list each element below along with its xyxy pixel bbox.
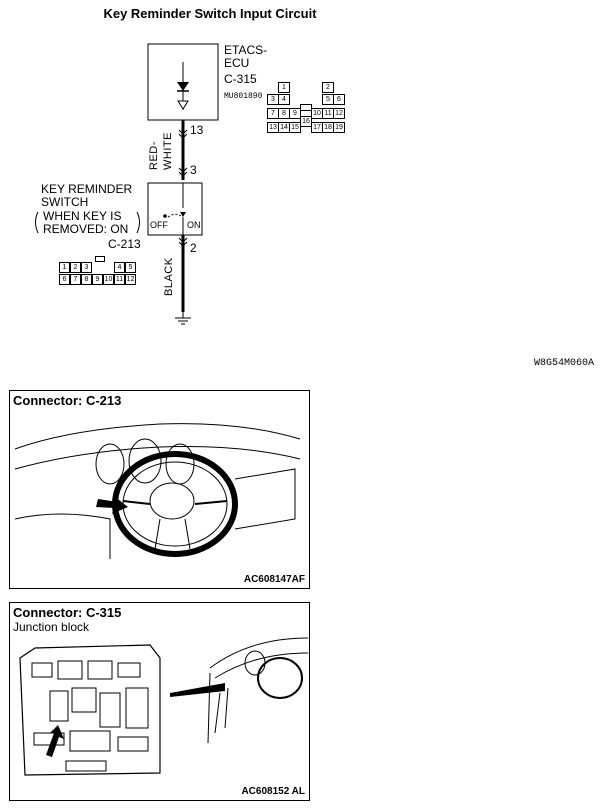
switch-name-line2: SWITCH [41,195,89,209]
pin-13-label: 13 [190,123,204,137]
diagram-title: Key Reminder Switch Input Circuit [103,6,317,21]
connector-c213-panel: Connector: C-213 AC608147AF [9,390,310,589]
pin-cell: 7 [70,274,81,285]
switch-off-label: OFF [150,220,168,230]
pin-cell: 8 [81,274,92,285]
switch-condition-line2: REMOVED: ON [43,222,129,236]
ecu-name-line1: ETACS- [224,43,268,57]
panel-code: AC608152 AL [241,786,305,797]
switch-connector-label: C-213 [108,237,141,251]
circuit-drawing [35,43,219,325]
pin-3-label: 3 [190,163,197,177]
connector-c315-face: 1 2 3 4 5 6 7 8 9 10 11 12 16 13 14 15 1… [266,80,348,136]
pin-cell: 6 [59,274,70,285]
switch-on-label: ON [187,220,201,230]
wire-color-black: BLACK [163,257,175,296]
panel-subtitle: Junction block [13,620,90,634]
pin-cell: 3 [81,262,92,273]
diagram-code: W8G54M060A [533,358,594,369]
panel-title: Connector: C-213 [13,393,122,408]
panel-title: Connector: C-315 [13,605,122,620]
pin-cell: 2 [322,82,334,93]
switch-name-line1: KEY REMINDER [41,182,133,196]
arrow-icon [46,725,64,757]
switch-box [147,182,203,236]
panel-code: AC608147AF [243,574,305,585]
wire-color-red: RED- [148,141,160,170]
pin-cell: 1 [278,82,290,93]
ecu-connector-label: C-315 [224,72,257,86]
pin-2-label: 2 [190,241,197,255]
ecu-name-line2: ECU [224,56,250,70]
wire-color-white: WHITE [162,132,174,170]
pin-cell: 4 [114,262,125,273]
arrow-icon [96,496,128,514]
pin-cell: 1 [59,262,70,273]
pin-cell: 19 [333,122,345,133]
connector-c315-panel: Connector: C-315 Junction block AC608152… [9,602,310,801]
pin-cell: 5 [125,262,136,273]
connector-c213-face: 1 2 3 4 5 6 7 8 9 10 11 12 [58,256,140,286]
pin-cell: 9 [92,274,103,285]
pin-cell: 10 [103,274,114,285]
pin-cell: 12 [125,274,136,285]
pin-cell: 11 [114,274,125,285]
pin-cell: 15 [289,122,301,133]
triangle-icon [177,100,189,110]
junction-block-illustration [19,637,309,776]
connector-lock [95,256,105,262]
ground-icon [175,312,191,325]
pin-cell: 2 [70,262,81,273]
diode-symbol [177,82,189,91]
ecu-part-number: MU801890 [224,92,263,101]
switch-condition-line1: WHEN KEY IS [43,209,122,223]
dashboard-illustration [14,423,301,559]
pin-cell: 12 [333,108,345,119]
pin-cell: 9 [289,108,301,119]
connector-lock [300,104,312,111]
pin-cell: 16 [300,116,312,127]
pin-cell: 6 [333,94,345,105]
pin-cell: 4 [278,94,290,105]
